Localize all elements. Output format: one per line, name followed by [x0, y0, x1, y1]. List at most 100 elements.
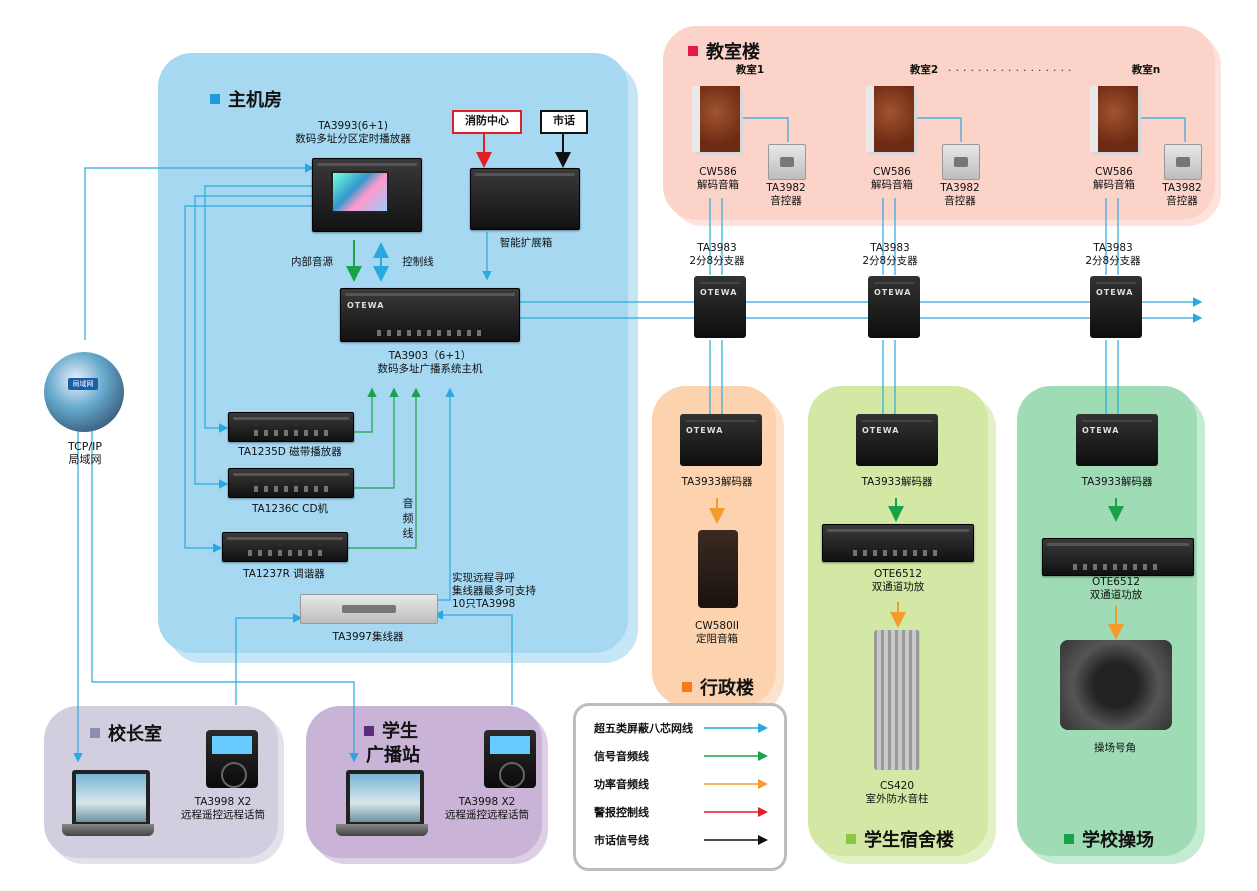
ta1235d-device	[228, 412, 354, 442]
legend-label-phone: 市话信号线	[594, 834, 649, 847]
expansion-box	[470, 168, 580, 230]
zone-title-principal: 校长室	[90, 720, 162, 746]
playground-marker	[1064, 834, 1074, 844]
classroom-dots: ·················	[948, 64, 1076, 77]
cw586-label-n: CW586 解码音箱	[1084, 166, 1144, 192]
legend-row-power: 功率音频线	[594, 776, 649, 792]
ote6512-desc-playground: 双通道功放	[1089, 589, 1143, 601]
ote6512-label-dorm: OTE6512 双通道功放	[858, 568, 938, 594]
cw586-label-2: CW586 解码音箱	[862, 166, 922, 192]
audio-line-label: 音 频 线	[400, 496, 416, 541]
ta3982-desc-2: 音控器	[944, 195, 976, 207]
decoder-brand-admin: OTEWA	[686, 426, 724, 435]
cw580-label: CW580II 定阻音箱	[682, 620, 752, 646]
audio-line-char2: 频	[402, 512, 414, 525]
classroom-title: 教室楼	[706, 42, 760, 63]
ta1236c-knobs	[253, 486, 329, 492]
ta3997-label: TA3997集线器	[332, 631, 404, 643]
ta3998-screen-principal	[212, 736, 252, 754]
audio-line-char3: 线	[402, 527, 414, 540]
ta3983-splitter-2: OTEWA	[868, 276, 920, 338]
legend-arrows	[704, 723, 768, 845]
legend-label-power: 功率音频线	[594, 778, 649, 791]
main-room-marker	[210, 94, 220, 104]
tcpip-label: TCP/IP 局域网	[50, 440, 120, 466]
ta3983-label-1: TA3983 2分8分支器	[682, 242, 752, 268]
legend-label-signal: 信号音频线	[594, 750, 649, 763]
decoder-brand-playground: OTEWA	[1082, 426, 1120, 435]
ta3998-desc-student: 远程遥控远程话筒	[445, 809, 529, 821]
student-laptop-base	[336, 824, 428, 836]
legend-row-phone: 市话信号线	[594, 832, 649, 848]
ote6512-knobs-dorm	[853, 550, 943, 556]
ta3982-control-1	[768, 144, 806, 180]
cw586-speaker-2	[866, 86, 914, 152]
legend: 超五类屏蔽八芯网线 信号音频线 功率音频线 警报控制线 市话信号线	[573, 703, 787, 871]
ta1237r-knobs	[247, 550, 323, 556]
admin-marker	[682, 682, 692, 692]
ta3983-desc-1: 2分8分支器	[689, 255, 745, 267]
principal-marker	[90, 728, 100, 738]
ta3933-decoder-playground: OTEWA	[1076, 414, 1158, 466]
cs420-column	[874, 630, 920, 770]
remote-note-line1: 实现远程寻呼	[452, 572, 515, 584]
ta3982-model-2: TA3982	[940, 182, 980, 194]
city-phone-box: 市话	[540, 110, 588, 134]
expansion-label: 智能扩展箱	[499, 237, 553, 249]
legend-row-alarm: 警报控制线	[594, 804, 649, 820]
zone-title-student: 学生 广播站	[364, 720, 420, 768]
student-laptop-screen	[346, 770, 424, 826]
legend-label-alarm: 警报控制线	[594, 806, 649, 819]
ta3983-model-n: TA3983	[1093, 242, 1133, 254]
ta1237r-label: TA1237R 调谐器	[243, 568, 325, 580]
audio-line-char1: 音	[402, 497, 414, 510]
splitter-brand-n: OTEWA	[1096, 288, 1134, 297]
zone-title-dorm: 学生宿舍楼	[846, 826, 954, 852]
ta3983-desc-2: 2分8分支器	[862, 255, 918, 267]
cw586-model-2: CW586	[873, 166, 911, 178]
cw586-speaker-1	[692, 86, 740, 152]
cw586-desc-n: 解码音箱	[1093, 179, 1135, 191]
cw580-model: CW580II	[695, 620, 739, 632]
ta3983-splitter-n: OTEWA	[1090, 276, 1142, 338]
ote6512-knobs-playground	[1073, 564, 1163, 570]
ta3903-model: TA3903（6+1）	[388, 350, 472, 362]
principal-laptop-screen	[72, 770, 150, 826]
legend-arrowhead-0	[758, 723, 768, 733]
ta3982-model-1: TA3982	[766, 182, 806, 194]
ta3983-desc-n: 2分8分支器	[1085, 255, 1141, 267]
student-marker	[364, 726, 374, 736]
ta3982-control-n	[1164, 144, 1202, 180]
zone-title-main-room: 主机房	[210, 86, 282, 112]
main-room-title: 主机房	[228, 90, 282, 111]
principal-laptop-base	[62, 824, 154, 836]
legend-arrowhead-2	[758, 779, 768, 789]
splitter-brand-1: OTEWA	[700, 288, 738, 297]
playground-title: 学校操场	[1082, 830, 1154, 851]
student-title-line1: 学生	[382, 721, 418, 742]
ta3993-model: TA3993(6+1)	[318, 120, 388, 132]
ta3903-desc: 数码多址广播系统主机	[377, 363, 483, 375]
legend-row-signal: 信号音频线	[594, 748, 649, 764]
cw586-model-n: CW586	[1095, 166, 1133, 178]
cs420-model: CS420	[879, 780, 915, 792]
cw586-speaker-n	[1090, 86, 1138, 152]
ta3982-label-2: TA3982 音控器	[930, 182, 990, 208]
ta3997-hub	[300, 594, 438, 624]
fire-center-box: 消防中心	[452, 110, 522, 134]
ta1237r-device	[222, 532, 348, 562]
classroom-2-label: 教室2	[909, 64, 939, 76]
remote-note-line2: 集线器最多可支持	[452, 585, 536, 597]
legend-arrowhead-1	[758, 751, 768, 761]
lan-icon: 局域网	[44, 352, 124, 432]
classroom-marker	[688, 46, 698, 56]
ta3993-player	[312, 158, 422, 232]
tcpip-line2: 局域网	[68, 453, 102, 466]
cw586-model-1: CW586	[699, 166, 737, 178]
ta3982-label-1: TA3982 音控器	[756, 182, 816, 208]
internal-source-label: 内部音源	[291, 256, 333, 268]
remote-note: 实现远程寻呼 集线器最多可支持 10只TA3998	[452, 572, 562, 611]
ote6512-desc-dorm: 双通道功放	[871, 581, 925, 593]
dorm-title: 学生宿舍楼	[864, 830, 954, 851]
